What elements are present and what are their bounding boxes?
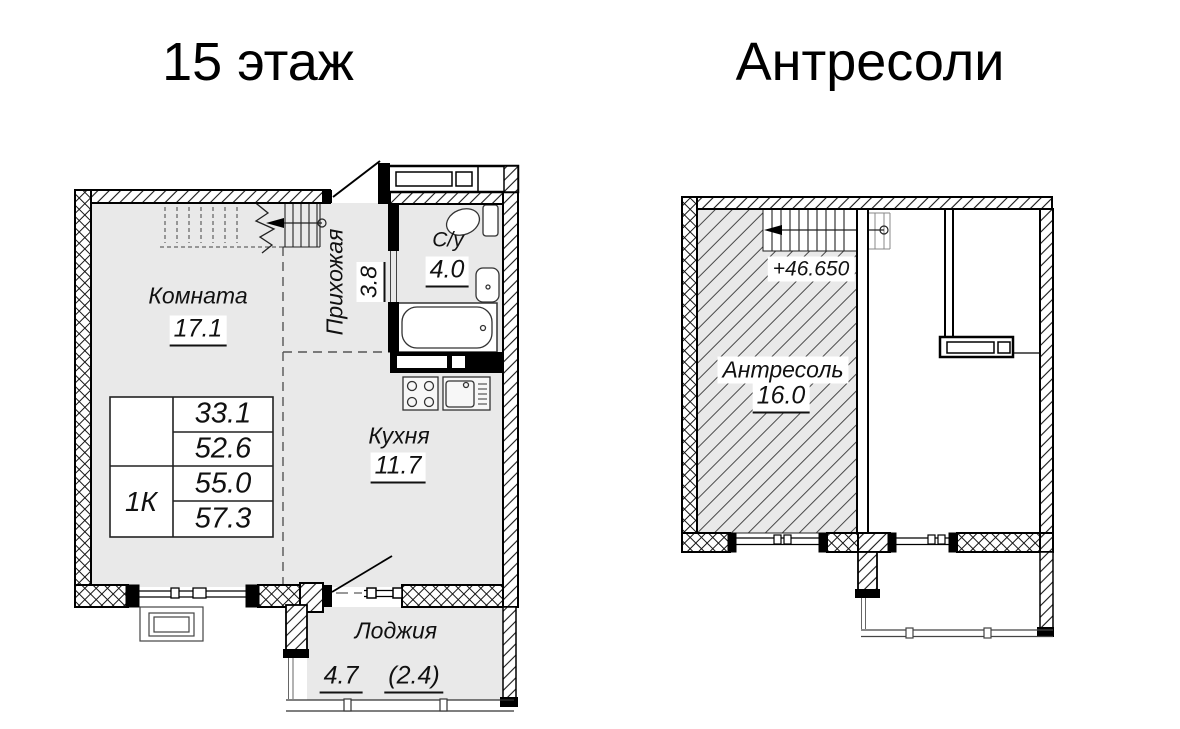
vent-shaft-top <box>386 164 520 194</box>
room-area: 17.1 <box>169 315 227 347</box>
bottom-wall-c <box>401 584 504 608</box>
bottom-wall-a <box>681 532 731 553</box>
vent-shaft <box>938 335 1040 359</box>
room-window <box>125 584 260 608</box>
balcony-outline <box>855 551 1054 639</box>
apartment-type: 1К <box>124 486 158 517</box>
bottom-wall-d <box>956 532 1041 553</box>
top-wall <box>681 196 1053 210</box>
room-label: Комната <box>148 282 248 309</box>
bottom-wall-b <box>826 532 859 553</box>
loggia-window <box>364 587 403 599</box>
kitchen-label: Кухня <box>368 422 430 449</box>
stair-start-mark <box>317 218 327 228</box>
bathroom-area: 4.0 <box>425 256 469 288</box>
void-room-wall <box>944 208 954 338</box>
bathroom-fixtures <box>396 204 500 353</box>
bottom-wall-b <box>257 584 303 608</box>
right-plan-title: Антресоли <box>735 32 1005 92</box>
right-wall <box>1039 208 1054 553</box>
loggia-area-reduced: (2.4) <box>384 663 444 694</box>
mezzanine-staircase <box>762 208 891 252</box>
loggia-glazing <box>286 698 514 712</box>
bathroom-walls <box>388 204 503 373</box>
staircase <box>160 199 327 254</box>
mezzanine-partition-wall <box>856 208 869 534</box>
toilet-icon <box>445 208 481 236</box>
stair-arrow <box>266 218 284 228</box>
hall-area: 3.8 <box>356 262 386 302</box>
bottom-wall-corner <box>1039 532 1054 553</box>
stair-start-mark <box>879 225 889 235</box>
stair-break-line <box>251 199 276 254</box>
level-mark: +46.650 <box>767 256 855 282</box>
table-value-2: 52.6 <box>194 432 252 465</box>
bottom-wall-c <box>857 532 891 553</box>
left-plan-walls <box>74 189 519 613</box>
toilet-tank-icon <box>482 204 499 237</box>
info-table <box>109 396 274 538</box>
table-value-4: 57.3 <box>194 502 252 535</box>
void-window <box>887 532 958 553</box>
left-plan-title: 15 этаж <box>162 32 354 92</box>
stair-arrow <box>764 225 782 235</box>
left-wall <box>681 196 698 553</box>
mezzanine-label: Антресоль <box>717 356 849 384</box>
kitchen-area: 11.7 <box>370 452 426 484</box>
loggia-floor <box>307 607 503 700</box>
mezzanine-window <box>727 532 828 553</box>
loggia-area: 4.7 <box>319 663 363 694</box>
dashed-partitions <box>282 247 390 585</box>
kitchen-appliances <box>402 376 491 411</box>
loggia-structure <box>283 604 518 712</box>
hall-label: Прихожая <box>321 228 348 336</box>
bathroom-label: С/у <box>432 228 464 252</box>
right-wall <box>502 190 519 608</box>
table-value-1: 33.1 <box>194 397 252 430</box>
left-wall <box>74 189 92 608</box>
bottom-wall-a <box>74 584 129 608</box>
entry-door <box>322 160 390 204</box>
table-value-3: 55.0 <box>194 467 252 500</box>
balcony-door <box>322 555 393 607</box>
top-wall <box>74 189 331 204</box>
right-plan <box>681 196 1054 639</box>
mezzanine-area: 16.0 <box>752 382 810 414</box>
loggia-label: Лоджия <box>354 617 438 644</box>
ac-basket <box>139 606 204 642</box>
